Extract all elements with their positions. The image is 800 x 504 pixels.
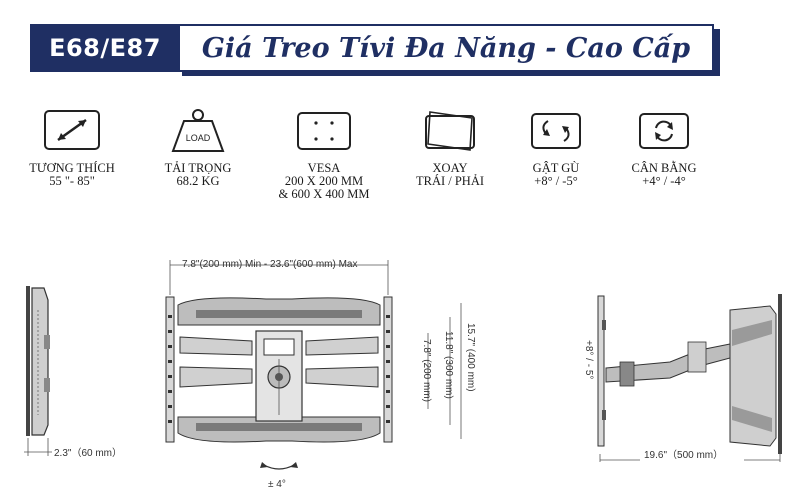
- feature-label-line1: VESA: [307, 161, 341, 175]
- feature-label-line2: TRÁI / PHẢI: [415, 174, 485, 188]
- level-icon: [639, 113, 689, 149]
- feature-vesa: VESA 200 X 200 MM & 600 X 400 MM: [264, 108, 384, 201]
- swivel-icon: [425, 111, 475, 151]
- feature-level: CÂN BẰNG +4° / -4°: [604, 108, 724, 188]
- feature-label-line1: XOAY: [432, 161, 468, 175]
- tilt-icon: [531, 113, 581, 149]
- feature-label-line2: 68.2 KG: [176, 174, 220, 188]
- feature-swivel: XOAY TRÁI / PHẢI: [390, 108, 510, 188]
- feature-label-line2: 55 "- 85": [49, 174, 95, 188]
- height-mid-label: 11.8" (300 mm): [443, 331, 454, 399]
- feature-label-line2: 200 X 200 MM: [284, 174, 364, 188]
- height-outer-label: 15.7" (400 mm): [465, 323, 476, 392]
- front-view-diagram: 7.8"(200 mm) Min - 23.6"(600 mm) Max ± 4…: [165, 259, 476, 490]
- feature-label-line3: & 600 X 400 MM: [278, 187, 370, 201]
- load-weight-icon: LOAD: [171, 109, 225, 152]
- side-profile-min-diagram: 2.3"（60 mm）: [24, 286, 122, 459]
- tilt-label: +8° / - 5°: [583, 340, 594, 379]
- feature-label-line1: GẬT GÙ: [532, 161, 580, 175]
- extension-label: 19.6"（500 mm）: [644, 449, 723, 461]
- height-inner-label: 7.8" (200 mm): [421, 339, 432, 402]
- load-icon-text: LOAD: [186, 133, 211, 143]
- feature-label-line2: +8° / -5°: [534, 174, 578, 188]
- feature-label-line2: +4° / -4°: [642, 174, 686, 188]
- header-title-box: [178, 24, 714, 72]
- model-badge: E68/E87: [30, 24, 180, 72]
- depth-min-label: 2.3"（60 mm）: [54, 447, 122, 459]
- vesa-pattern-icon: [297, 112, 351, 150]
- side-profile-extended-diagram: +8° / - 5° 19.6"（500 mm）: [583, 294, 782, 462]
- rotation-label: ± 4°: [268, 479, 286, 490]
- feature-label-line1: TẢI TRỌNG: [164, 161, 232, 175]
- width-range-label: 7.8"(200 mm) Min - 23.6"(600 mm) Max: [182, 259, 357, 270]
- page-title: Giá Treo Tívi Đa Năng - Cao Cấp: [201, 32, 691, 64]
- feature-label-line1: TƯƠNG THÍCH: [29, 161, 115, 175]
- feature-tilt: GẬT GÙ +8° / -5°: [496, 108, 616, 188]
- feature-label-line1: CÂN BẰNG: [631, 161, 697, 175]
- feature-compatibility: TƯƠNG THÍCH 55 "- 85": [12, 108, 132, 188]
- feature-load: LOAD TẢI TRỌNG 68.2 KG: [138, 108, 258, 188]
- tv-diagonal-icon: [44, 110, 100, 150]
